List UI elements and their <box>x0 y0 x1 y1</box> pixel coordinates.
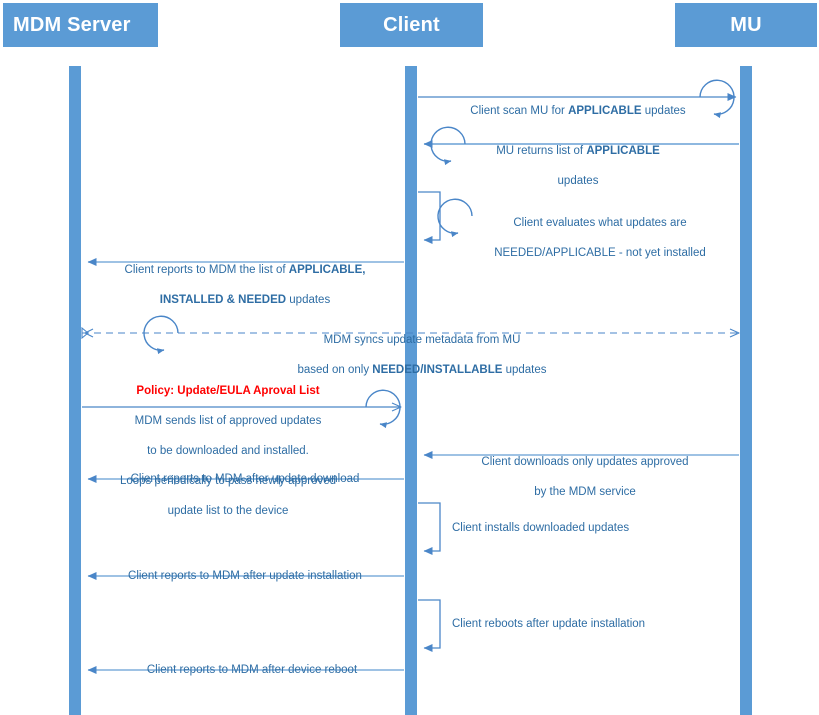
m1-text-pre: Client scan MU for <box>470 105 569 117</box>
m2-line1: MU returns list of APPLICABLE <box>448 144 708 159</box>
message-label-m7: Client downloads only updates approved b… <box>460 440 710 515</box>
message-label-m6: Policy: Update/EULA Aproval List MDM sen… <box>83 369 373 534</box>
message-selfloop-m3 <box>418 191 473 244</box>
m2-text-bold: APPLICABLE <box>586 145 660 157</box>
message-label-m8: Client reports to MDM after update downl… <box>130 473 360 485</box>
m4-text-post: updates <box>286 294 331 306</box>
m4-text-pre: Client reports to MDM the list of <box>124 264 289 276</box>
m5-line1: MDM syncs update metadata from MU <box>323 334 521 346</box>
m5-text-pre: based on only <box>297 364 373 376</box>
message-arrow-m6 <box>82 389 401 429</box>
m4-text-bold2: INSTALLED & NEEDED <box>159 294 287 306</box>
message-selfloop-m11 <box>418 599 441 652</box>
message-label-m5: MDM syncs update metadata from MU based … <box>267 318 577 393</box>
message-label-m9: Client installs downloaded updates <box>452 522 630 534</box>
m2-line2: updates <box>557 175 599 187</box>
m5-text-post: updates <box>502 364 547 376</box>
m5-line2: based on only NEEDED/INSTALLABLE updates <box>267 363 577 378</box>
m6-line1: MDM sends list of approved updates <box>134 415 322 427</box>
actor-box-mdm-server[interactable]: MDM Server <box>3 3 158 47</box>
m6-line2: to be downloaded and installed. <box>147 445 309 457</box>
actor-label-mu: MU <box>730 13 762 36</box>
message-arrow-m5 <box>81 315 739 355</box>
message-label-m10: Client reports to MDM after update insta… <box>128 570 362 582</box>
message-label-m2: MU returns list of APPLICABLE updates <box>448 129 708 204</box>
m1-text-bold: APPLICABLE <box>568 105 642 117</box>
m4-line2: INSTALLED & NEEDED updates <box>90 293 400 308</box>
message-label-m12: Client reports to MDM after device reboo… <box>146 664 358 676</box>
actor-label-client: Client <box>383 13 440 36</box>
m4-text-bold1: APPLICABLE, <box>288 264 366 276</box>
lifeline-mu <box>740 66 752 715</box>
actor-box-mu[interactable]: MU <box>675 3 817 47</box>
m7-line1: Client downloads only updates approved <box>481 456 689 468</box>
m7-line2: by the MDM service <box>534 486 636 498</box>
actor-label-mdm-server: MDM Server <box>13 13 131 36</box>
message-arrow-m2 <box>423 126 739 166</box>
lifeline-mdm-server <box>69 66 81 715</box>
m1-text-post: updates <box>641 105 686 117</box>
m6-line3: Loops periodically to pass newly approve… <box>119 475 337 487</box>
message-label-m1: Client scan MU for APPLICABLE updates <box>458 89 698 119</box>
policy-title-label: Policy: Update/EULA Aproval List <box>136 385 320 397</box>
message-arrow-m1 <box>418 79 737 119</box>
message-selfloop-m9 <box>418 502 441 555</box>
m6-line4: update list to the device <box>167 505 289 517</box>
message-label-m4: Client reports to MDM the list of APPLIC… <box>90 248 400 323</box>
actor-box-client[interactable]: Client <box>340 3 483 47</box>
m3-line2: NEEDED/APPLICABLE - not yet installed <box>494 247 706 259</box>
m4-line1: Client reports to MDM the list of APPLIC… <box>90 263 400 278</box>
message-label-m3: Client evaluates what updates are NEEDED… <box>460 201 740 276</box>
m2-text-pre: MU returns list of <box>496 145 587 157</box>
m3-line1: Client evaluates what updates are <box>513 217 687 229</box>
lifeline-client <box>405 66 417 715</box>
message-label-m11: Client reboots after update installation <box>452 618 646 630</box>
m5-text-bold: NEEDED/INSTALLABLE <box>372 364 503 376</box>
